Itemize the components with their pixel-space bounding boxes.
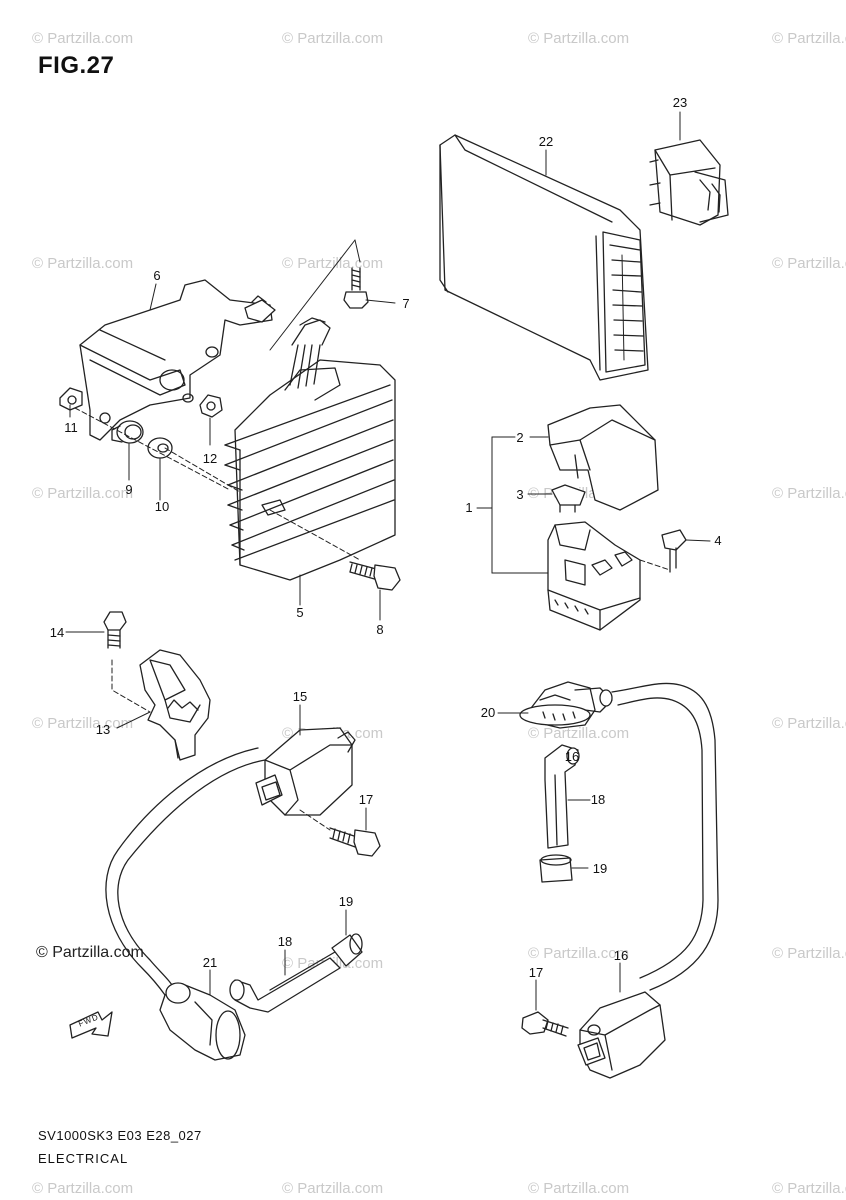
- callout-4[interactable]: 4: [714, 533, 722, 548]
- callout-9[interactable]: 9: [125, 482, 133, 497]
- callout-12[interactable]: 12: [202, 451, 218, 466]
- watermark: © Partzilla.com: [282, 30, 384, 47]
- leader-line: [164, 447, 241, 493]
- watermark: © Partzilla.com: [32, 255, 134, 272]
- ignition-coil-16: [577, 991, 666, 1079]
- bolt-4: [639, 529, 687, 573]
- watermark: © Partzilla.com: [772, 485, 846, 502]
- plug-cap-21: [159, 982, 246, 1061]
- nut-11: [59, 387, 83, 411]
- callout-7[interactable]: 7: [402, 296, 410, 311]
- section-name: ELECTRICAL: [38, 1151, 129, 1166]
- bracket-line-1: [491, 436, 549, 574]
- watermark: © Partzilla.com: [282, 1180, 384, 1197]
- callout-3[interactable]: 3: [516, 487, 524, 502]
- watermark: © Partzilla.com: [772, 1180, 846, 1197]
- watermark: © Partzilla.com: [772, 715, 846, 732]
- watermark: © Partzilla.com: [32, 1180, 134, 1197]
- watermark: © Partzilla.com: [282, 255, 384, 272]
- callout-5[interactable]: 5: [296, 605, 304, 620]
- hose-18-right: [544, 744, 580, 849]
- watermark: © Partzilla.com: [528, 1180, 630, 1197]
- callout-leaders: [65, 111, 711, 1011]
- model-code: SV1000SK3 E03 E28_027: [38, 1128, 202, 1143]
- cap-19-right: [539, 854, 573, 883]
- watermark: © Partzilla.com: [528, 725, 630, 742]
- relay-23: [649, 139, 729, 226]
- washer-10: [147, 437, 173, 459]
- callout-10[interactable]: 10: [154, 499, 170, 514]
- callout-19-left[interactable]: 19: [338, 894, 354, 909]
- callout-6[interactable]: 6: [153, 268, 161, 283]
- cap-19-left: [331, 933, 363, 967]
- callout-17-left[interactable]: 17: [358, 792, 374, 807]
- watermark: © Partzilla.com: [32, 30, 134, 47]
- nut-12: [199, 394, 223, 418]
- watermark: © Partzilla.com: [528, 945, 630, 962]
- plug-cap-20: [519, 681, 613, 729]
- callout-1[interactable]: 1: [465, 500, 473, 515]
- ecm-unit: [439, 134, 649, 381]
- bolt-14: [103, 611, 127, 649]
- leader-line: [111, 659, 151, 713]
- bolt-17-right: [521, 984, 569, 1037]
- callout-15[interactable]: 15: [292, 689, 308, 704]
- high-tension-lead-16: [611, 682, 719, 991]
- watermark: © Partzilla.com: [772, 945, 846, 962]
- watermark: © Partzilla.com: [772, 255, 846, 272]
- watermark: © Partzilla.com: [528, 30, 630, 47]
- callout-18-left[interactable]: 18: [277, 934, 293, 949]
- high-tension-lead-15: [105, 747, 266, 996]
- leader-line: [269, 509, 361, 561]
- bolt-8: [349, 561, 401, 591]
- callout-14[interactable]: 14: [49, 625, 65, 640]
- callout-18-right[interactable]: 18: [590, 792, 606, 807]
- starter-relay-cover-2: [547, 404, 659, 511]
- leader-line: [74, 407, 231, 491]
- starter-relay-1: [547, 521, 641, 631]
- ignition-coil-15: [255, 727, 356, 816]
- grommet-9: [111, 420, 144, 444]
- fuse-3: [551, 484, 586, 513]
- callout-20[interactable]: 20: [480, 705, 496, 720]
- watermark: © Partzilla.com: [32, 715, 134, 732]
- callout-19-right[interactable]: 19: [592, 861, 608, 876]
- sensor-13: [139, 649, 211, 761]
- callout-21[interactable]: 21: [202, 955, 218, 970]
- watermark: © Partzilla.com: [32, 485, 134, 502]
- callout-23[interactable]: 23: [672, 95, 688, 110]
- callout-2[interactable]: 2: [516, 430, 524, 445]
- callout-13[interactable]: 13: [95, 722, 111, 737]
- leader-line: [354, 239, 361, 263]
- callout-8[interactable]: 8: [376, 622, 384, 637]
- regulator-5: [224, 317, 396, 581]
- bolt-7: [343, 267, 369, 309]
- bolt-17-left: [329, 827, 381, 857]
- callout-16-right[interactable]: 16: [613, 948, 629, 963]
- hose-18-left: [229, 951, 341, 1013]
- watermark: © Partzilla.com: [772, 30, 846, 47]
- leader-line: [269, 239, 356, 351]
- callout-17-right[interactable]: 17: [528, 965, 544, 980]
- leader-line: [299, 809, 331, 831]
- callout-11[interactable]: 11: [64, 420, 78, 435]
- bracket-6: [79, 279, 276, 441]
- front-arrow-icon: [69, 1011, 113, 1039]
- figure-title: FIG.27: [38, 52, 115, 79]
- copyright-text: © Partzilla.com: [36, 944, 144, 961]
- callout-22[interactable]: 22: [538, 134, 554, 149]
- callout-16-left[interactable]: 16: [564, 749, 580, 764]
